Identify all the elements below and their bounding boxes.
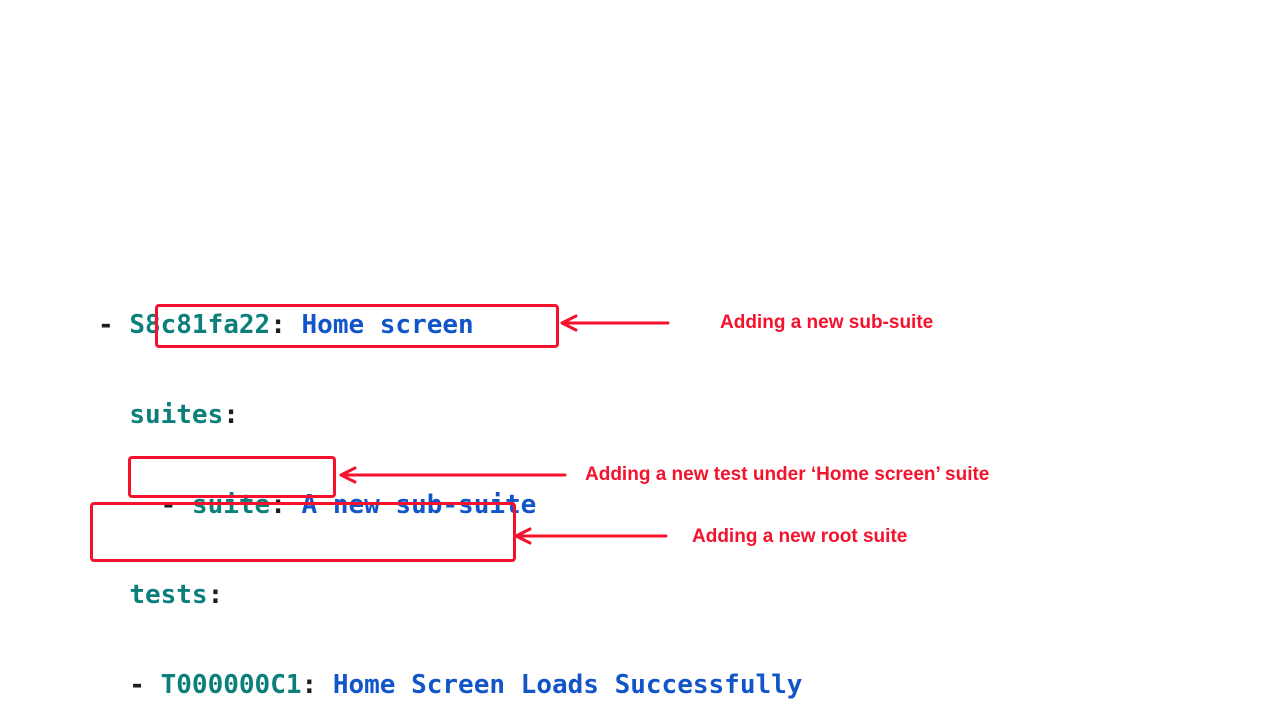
arrow-left-icon: [335, 465, 567, 485]
code-token-indent: [98, 580, 129, 610]
code-token-key: tests: [129, 580, 208, 610]
code-line-suite-header: - S8c81fa22: Home screen: [98, 310, 802, 340]
annotation-label-new-sub-suite: Adding a new sub-suite: [720, 312, 934, 333]
highlight-box-new-sub-suite: [155, 304, 559, 348]
code-line-tests-key: tests:: [98, 580, 802, 610]
code-token-colon: :: [270, 310, 302, 340]
code-token-key: suites: [129, 400, 224, 430]
code-token-indent: [98, 400, 129, 430]
annotation-label-new-test: Adding a new test under ‘Home screen’ su…: [585, 464, 990, 485]
code-token-dash: -: [98, 670, 161, 700]
code-token-colon: :: [223, 400, 239, 430]
code-token-value: Home screen: [301, 310, 474, 340]
code-token-key: S8c81fa22: [129, 310, 271, 340]
code-token-colon: :: [301, 670, 333, 700]
highlight-box-new-root-suite: [90, 502, 516, 562]
code-token-colon: :: [207, 580, 224, 610]
code-line-test-1: - T000000C1: Home Screen Loads Successfu…: [98, 670, 802, 700]
highlight-box-new-test: [128, 456, 336, 498]
arrow-left-icon: [510, 526, 668, 546]
arrow-left-icon: [556, 313, 670, 333]
code-token-dash: -: [98, 310, 130, 340]
code-token-key: T000000C1: [160, 670, 302, 700]
annotation-label-new-root-suite: Adding a new root suite: [692, 526, 908, 547]
code-line-suites-key: suites:: [98, 400, 802, 430]
code-token-value: Home Screen Loads Successfully: [332, 670, 803, 700]
